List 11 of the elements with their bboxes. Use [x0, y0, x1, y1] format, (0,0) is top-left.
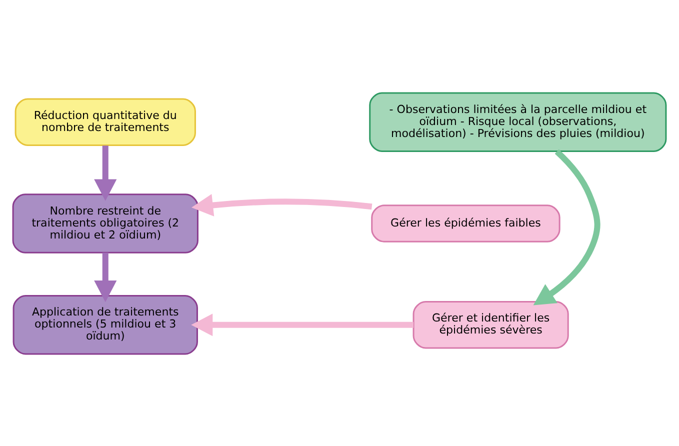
node-box: Nombre restreint de traitements obligatoires (2 mildiou et 2 oïdium) — [12, 193, 198, 253]
node-box: Réduction quantitative du nombre de traitements — [14, 98, 196, 146]
arrow — [191, 193, 372, 216]
arrow — [94, 252, 117, 302]
node-box: Gérer les épidémies faibles — [371, 204, 560, 242]
arrow — [94, 145, 117, 200]
node-box: Application de traitements optionnels (5 mildiou et 3 oïdum) — [12, 294, 198, 354]
node-box: Gérer et identifier les épidémies sévères — [412, 300, 569, 348]
arrow — [191, 313, 414, 336]
arrow — [533, 148, 600, 305]
node-box: - Observations limitées à la parcelle mildiou et oïdium - Risque local (observations, modélisation) - Prévisions des pluies (mildiou) — [369, 92, 667, 152]
